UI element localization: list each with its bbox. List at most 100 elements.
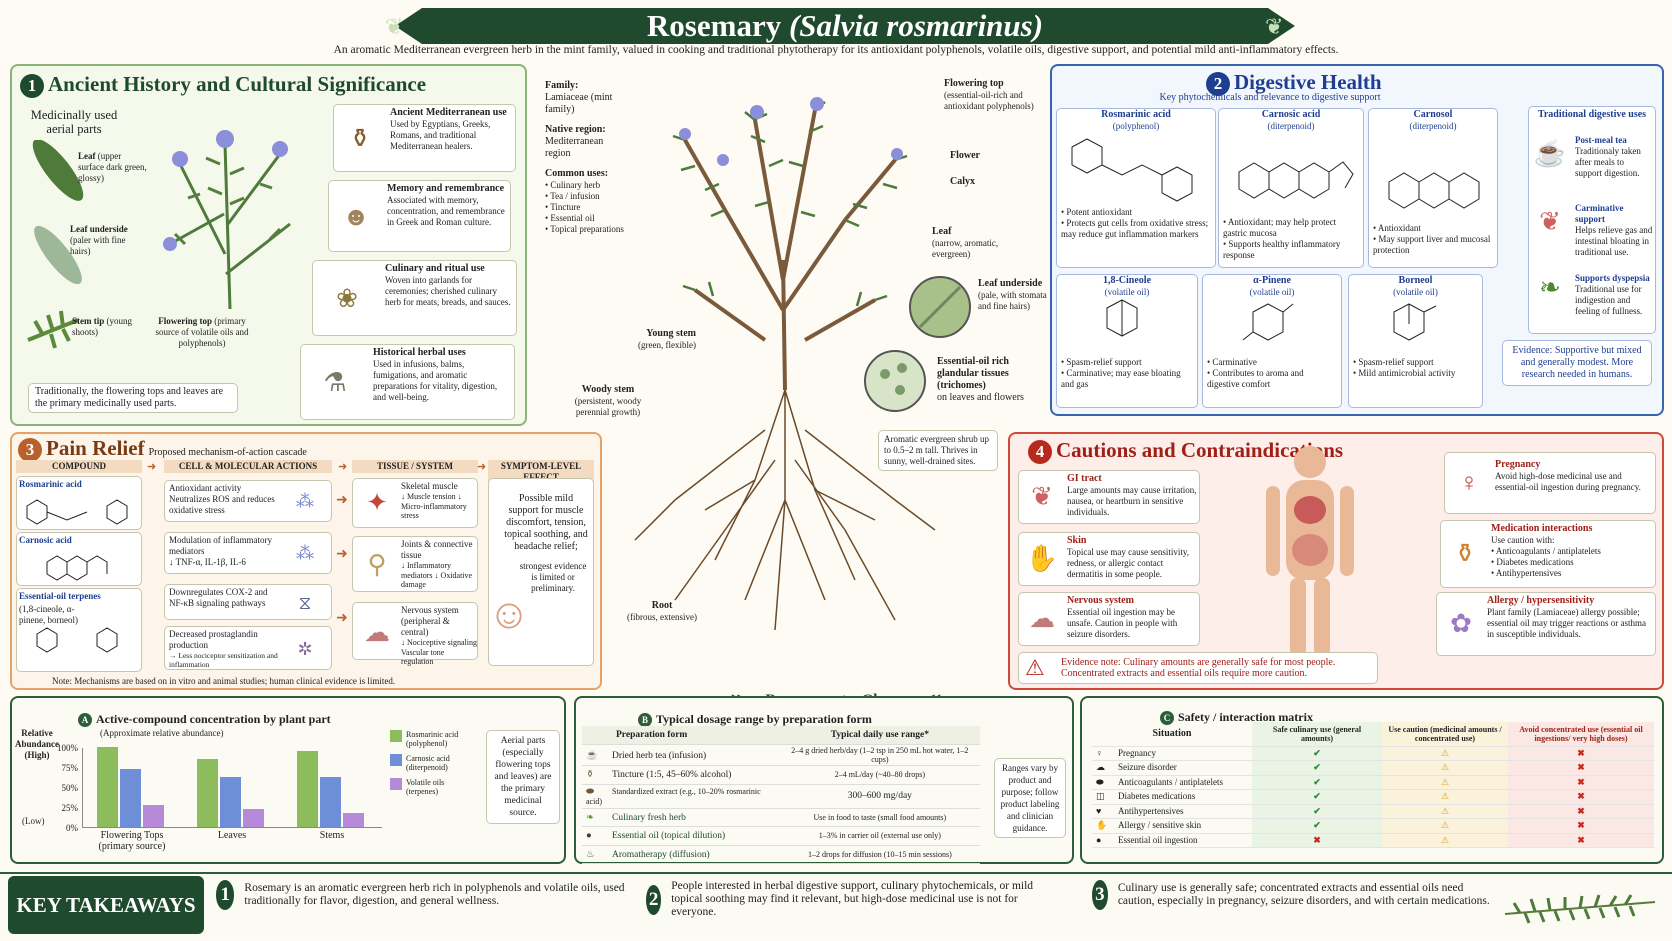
laurel-wreath-icon: ❀ bbox=[336, 284, 358, 313]
col-header: COMPOUND bbox=[16, 460, 142, 473]
check-icon: ✔ bbox=[1252, 746, 1382, 761]
bar-leaves-1 bbox=[220, 777, 241, 827]
cross-icon: ✖ bbox=[1508, 746, 1654, 761]
arrow-icon: ➜ bbox=[338, 461, 348, 473]
chem-card: α-Pinene(volatile oil)• Carminative• Con… bbox=[1202, 274, 1342, 408]
underside-label: Leaf underside (paler with fine hairs) bbox=[70, 224, 128, 256]
molecule-structure bbox=[1242, 303, 1294, 341]
flower-icon bbox=[163, 237, 177, 251]
label-underside: Leaf underside(pale, with stomata and fi… bbox=[978, 278, 1047, 311]
caution-icon: ⚠ bbox=[1382, 818, 1508, 834]
flower-icon bbox=[891, 148, 903, 160]
meter-icon: ◫ bbox=[1096, 791, 1105, 802]
molecule-structure bbox=[1071, 138, 1193, 202]
bar-flowering-tops-1 bbox=[120, 769, 141, 827]
tissue-card: ⚲Joints & connective tissue↓ Inflammator… bbox=[352, 536, 478, 592]
table-row: ●Essential oil (topical dilution)1–3% in… bbox=[582, 826, 980, 846]
category-label: Leaves bbox=[217, 830, 247, 841]
digestive-evidence: Evidence: Supportive but mixed and gener… bbox=[1502, 340, 1652, 386]
table-row: ⚱Tincture (1:5, 45–60% alcohol)2–4 mL/da… bbox=[582, 765, 980, 785]
body-illustration bbox=[1266, 446, 1354, 658]
legend-swatch bbox=[390, 730, 402, 742]
caution-icon: ⚠ bbox=[1382, 833, 1508, 848]
dosage-heading: B Typical dosage range by preparation fo… bbox=[638, 710, 872, 728]
pain-heading: 3 Pain Relief Proposed mechanism-of-acti… bbox=[18, 436, 307, 462]
brain-icon: ☁ bbox=[364, 618, 390, 647]
tea-cup-icon: ☕ bbox=[586, 750, 598, 761]
stem-label: Stem tip (young shoots) bbox=[72, 316, 132, 337]
leaf-icon bbox=[32, 140, 84, 201]
table-row: ⬬Anticoagulants / antiplatelets✔⚠✖ bbox=[1092, 775, 1654, 790]
brain-icon: ☁ bbox=[1029, 604, 1055, 633]
chem-card: 1,8-Cineole(volatile oil)• Spasm-relief … bbox=[1056, 274, 1198, 408]
root-system bbox=[634, 389, 936, 631]
arrow-icon: ➜ bbox=[147, 461, 157, 473]
amphora-icon: ⚱ bbox=[349, 124, 371, 153]
col-header: Typical daily use range* bbox=[779, 726, 980, 745]
warning-icon: ⚠ bbox=[1025, 655, 1045, 680]
chart-legend: Rosmarinic acid(polyphenol) Carnosic aci… bbox=[390, 730, 480, 796]
cross-icon: ✖ bbox=[1508, 833, 1654, 848]
table-row: ♀Pregnancy✔⚠✖ bbox=[1092, 746, 1654, 761]
leaf-underside-magnifier bbox=[909, 276, 971, 338]
chem-card: Carnosol(diterpenoid)• Antioxidant• May … bbox=[1368, 108, 1498, 268]
col-header: Use caution (medicinal amounts / concent… bbox=[1382, 722, 1508, 747]
leaf-icon: ❧ bbox=[1539, 273, 1561, 302]
tissue-card: ☁Nervous system (peripheral & central)↓ … bbox=[352, 602, 478, 666]
label-glands: Essential-oil rich glandular tissues (tr… bbox=[937, 356, 1024, 403]
pregnancy-icon: ♀ bbox=[1459, 468, 1479, 497]
bar-stems-0 bbox=[297, 751, 318, 827]
cautions-evidence: ⚠Evidence note: Culinary amounts are gen… bbox=[1018, 652, 1378, 684]
legend-swatch bbox=[390, 754, 402, 766]
label-leaf: Leaf(narrow, aromatic, evergreen) bbox=[932, 226, 999, 259]
compound-card: Rosmarinic acid bbox=[16, 476, 142, 530]
bar-flowering-tops-0 bbox=[97, 747, 118, 827]
col-header: Safe culinary use (general amounts) bbox=[1252, 722, 1382, 747]
safety-matrix: Situation Safe culinary use (general amo… bbox=[1092, 722, 1654, 848]
traditional-uses: Traditional digestive uses ☕ Post-meal t… bbox=[1528, 106, 1656, 334]
history-note: Traditionally, the flowering tops and le… bbox=[28, 383, 238, 413]
col-header: CELL & MOLECULAR ACTIONS bbox=[164, 460, 332, 473]
action-card: Decreased prostaglandin production→ Less… bbox=[164, 626, 332, 670]
pill-bottle-icon: ⚱ bbox=[1454, 539, 1476, 568]
diffuser-icon: ♨ bbox=[586, 849, 595, 860]
flowering-top-illustration bbox=[163, 130, 291, 310]
molecules-icon: ⁂ bbox=[296, 490, 314, 511]
caution-icon: ⚠ bbox=[1382, 775, 1508, 790]
chem-card: Borneol(volatile oil)• Spasm-relief supp… bbox=[1348, 274, 1483, 408]
leaf-icon: ❧ bbox=[586, 812, 594, 823]
pill-icon: ⬬ bbox=[1096, 776, 1104, 787]
sprig-icon: ❦ bbox=[1265, 14, 1284, 39]
cross-icon: ✖ bbox=[1508, 775, 1654, 790]
rosemary-plant-illustration bbox=[634, 97, 936, 631]
table-row: ☁Seizure disorder✔⚠✖ bbox=[1092, 760, 1654, 776]
cells-icon: ⁂ bbox=[296, 542, 314, 563]
rosemary-sprig-icon bbox=[1504, 894, 1656, 924]
brain-icon: ☁ bbox=[1096, 762, 1105, 773]
y-axis-ticks: 100%75%50%25%0% bbox=[57, 743, 78, 833]
legend-swatch bbox=[390, 778, 402, 790]
flower-icon bbox=[810, 97, 824, 111]
hand-icon: ✋ bbox=[1025, 544, 1059, 573]
flowering-label: Flowering top (primary source of volatil… bbox=[155, 316, 249, 348]
tissue-card: ✦Skeletal muscle↓ Muscle tension ↓ Micro… bbox=[352, 478, 478, 528]
dosage-note: Ranges vary by product and purpose; foll… bbox=[994, 758, 1066, 838]
takeaways-title: KEY TAKEAWAYS bbox=[8, 876, 204, 934]
flower-icon bbox=[679, 128, 691, 140]
chem-card: Carnosic acid(diterpenoid)• Antioxidant;… bbox=[1218, 108, 1364, 268]
label-root: Root(fibrous, extensive) bbox=[627, 600, 697, 622]
caution-icon: ⚠ bbox=[1382, 789, 1508, 805]
flower-icon bbox=[750, 105, 764, 119]
trichome-magnifier bbox=[864, 350, 926, 412]
heart-icon: ♥ bbox=[1096, 806, 1102, 817]
woody-stem bbox=[683, 109, 897, 391]
